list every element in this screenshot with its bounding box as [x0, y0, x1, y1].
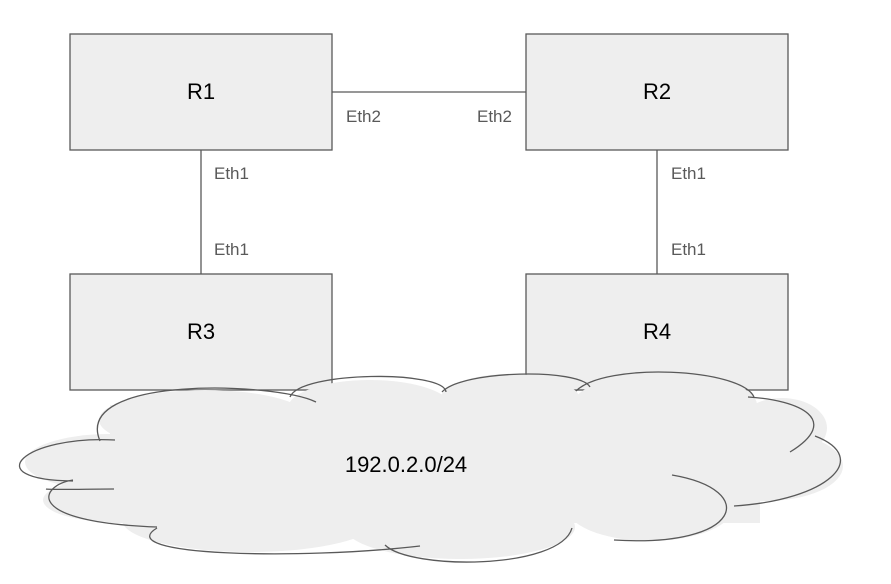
port-label-r2-eth2: Eth2: [477, 107, 512, 126]
cloud-outline: [18, 371, 841, 563]
port-label-r1-eth2: Eth2: [346, 107, 381, 126]
router-r4-label: R4: [643, 319, 671, 344]
port-label-r4-eth1: Eth1: [671, 240, 706, 259]
router-r1: R1: [69, 33, 333, 151]
router-r1-box: [69, 33, 333, 151]
port-label-r1-eth1: Eth1: [214, 164, 249, 183]
router-r3-box: [69, 273, 333, 391]
network-cloud: 192.0.2.0/24: [18, 371, 843, 563]
router-r3-label: R3: [187, 319, 215, 344]
network-label: 192.0.2.0/24: [345, 452, 467, 477]
router-r3: R3: [69, 273, 333, 391]
port-label-r3-eth1: Eth1: [214, 240, 249, 259]
router-r4: R4: [525, 273, 789, 391]
router-r2-label: R2: [643, 79, 671, 104]
router-r2-box: [525, 33, 789, 151]
router-r1-label: R1: [187, 79, 215, 104]
router-r4-box: [525, 273, 789, 391]
port-label-r2-eth1: Eth1: [671, 164, 706, 183]
cloud-shape: [25, 373, 843, 559]
router-r2: R2: [525, 33, 789, 151]
